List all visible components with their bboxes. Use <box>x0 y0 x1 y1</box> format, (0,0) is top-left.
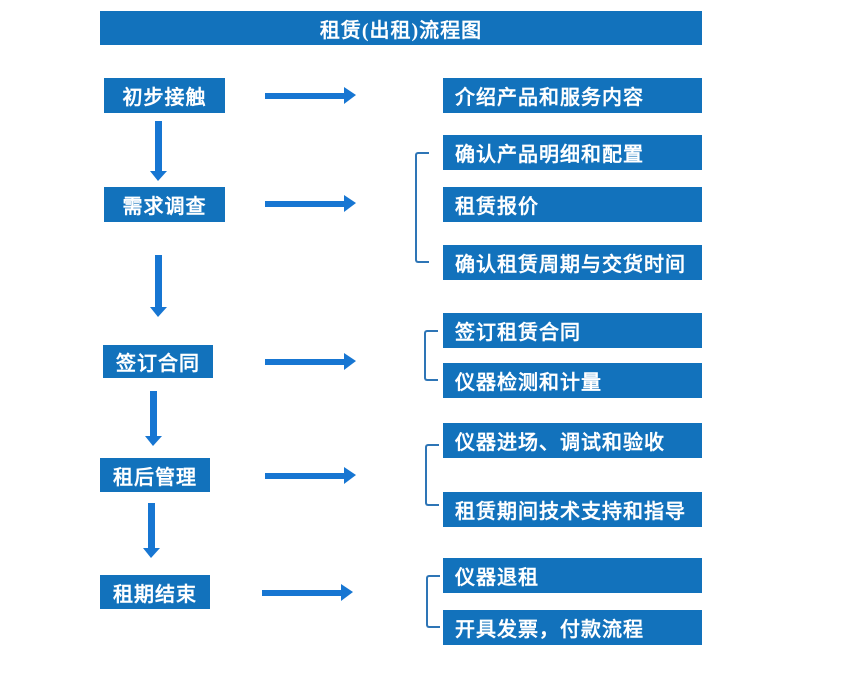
right-arrow-5 <box>262 584 353 601</box>
down-arrow-3 <box>145 391 162 446</box>
arrow-shaft <box>148 503 155 548</box>
down-arrow-1 <box>150 121 167 181</box>
arrow-shaft <box>262 590 342 596</box>
arrow-head-icon <box>344 467 356 484</box>
step-box-initial-contact: 初步接触 <box>104 78 225 113</box>
down-arrow-2 <box>150 255 167 317</box>
arrow-shaft <box>265 473 345 479</box>
arrow-shaft <box>265 201 345 207</box>
arrow-head-icon <box>145 436 162 446</box>
arrow-shaft <box>150 391 157 436</box>
arrow-shaft <box>265 93 345 99</box>
arrow-head-icon <box>344 195 356 212</box>
arrow-shaft <box>155 255 162 307</box>
arrow-head-icon <box>344 87 356 104</box>
down-arrow-4 <box>143 503 160 558</box>
step-box-rental-end: 租期结束 <box>100 575 210 609</box>
arrow-shaft <box>265 359 345 365</box>
page-title: 租赁(出租)流程图 <box>319 19 483 42</box>
arrow-head-icon <box>344 353 356 370</box>
detail-box-instrument-return: 仪器退租 <box>443 558 702 593</box>
right-arrow-3 <box>265 353 356 370</box>
bracket-post-rental-group <box>425 444 439 506</box>
bracket-sign-contract-group <box>424 330 438 381</box>
arrow-shaft <box>155 121 162 171</box>
detail-box-instrument-testing: 仪器检测和计量 <box>443 363 702 398</box>
detail-box-rental-quote: 租赁报价 <box>443 187 702 222</box>
detail-box-confirm-rental-period: 确认租赁周期与交货时间 <box>443 245 702 280</box>
step-box-sign-contract: 签订合同 <box>103 345 213 378</box>
step-box-post-rental-management: 租后管理 <box>100 458 210 492</box>
arrow-head-icon <box>341 584 353 601</box>
detail-box-confirm-product-details: 确认产品明细和配置 <box>443 135 702 170</box>
right-arrow-1 <box>265 87 356 104</box>
bracket-rental-end-group <box>426 575 440 628</box>
detail-box-introduce-products: 介绍产品和服务内容 <box>443 78 702 113</box>
right-arrow-4 <box>265 467 356 484</box>
detail-box-invoice-payment: 开具发票，付款流程 <box>443 610 702 645</box>
detail-box-sign-rental-contract: 签订租赁合同 <box>443 313 702 348</box>
step-box-demand-survey: 需求调查 <box>104 187 225 222</box>
title-bar: 租赁(出租)流程图 <box>100 11 702 45</box>
arrow-head-icon <box>150 171 167 181</box>
detail-box-instrument-setup: 仪器进场、调试和验收 <box>443 423 702 458</box>
arrow-head-icon <box>150 307 167 317</box>
detail-box-technical-support: 租赁期间技术支持和指导 <box>443 492 702 527</box>
bracket-demand-survey-group <box>415 152 429 263</box>
arrow-head-icon <box>143 548 160 558</box>
right-arrow-2 <box>265 195 356 212</box>
